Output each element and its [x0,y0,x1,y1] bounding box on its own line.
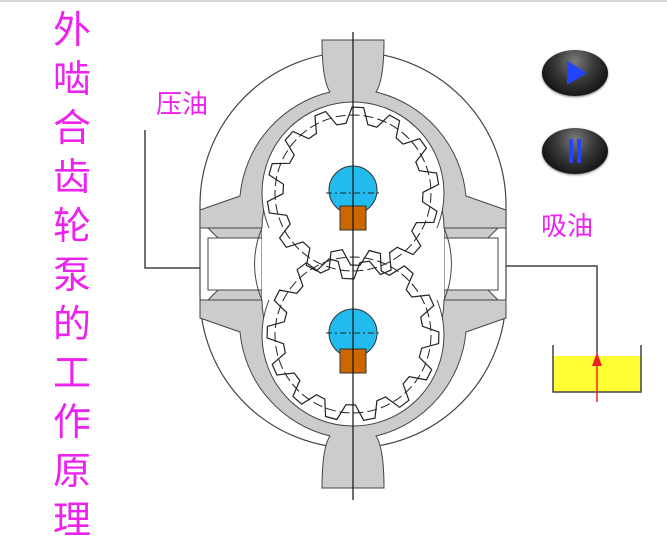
title-char: 泵 [52,253,91,297]
title-char: 原 [52,449,91,493]
flow-arrow-icon [592,352,602,402]
title-char: 啮 [52,57,91,101]
title-char: 理 [52,498,91,542]
discharge-port [199,227,263,301]
discharge-label: 压油 [156,90,209,120]
title-char: 轮 [52,204,91,248]
title-char: 的 [52,302,91,346]
discharge-pipe [144,130,200,269]
title-char: 作 [52,400,91,444]
title-char: 合 [52,106,91,150]
gear-pump-diagram [144,32,642,500]
top-border [0,0,667,2]
pause-icon [569,139,581,163]
suction-pipe [506,265,598,355]
suction-port [443,227,507,301]
play-icon [567,61,587,85]
title-char: 齿 [52,155,91,199]
pause-button[interactable] [542,128,608,174]
title-char: 工 [52,351,91,395]
title-char: 外 [52,8,91,52]
suction-label: 吸油 [541,212,594,242]
page-title: 外 啮 合 齿 轮 泵 的 工 作 原 理 [52,6,92,545]
play-button[interactable] [542,50,608,96]
